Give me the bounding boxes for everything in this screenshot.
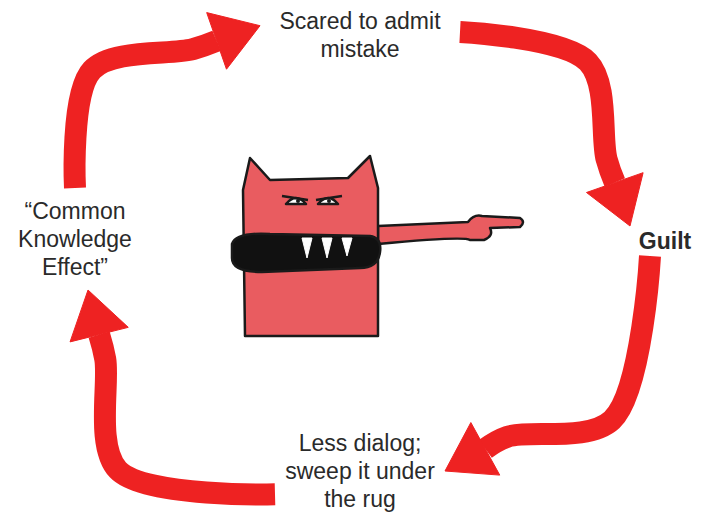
cycle-arrow xyxy=(460,32,643,226)
cycle-step: “Common Knowledge Effect” xyxy=(10,188,140,290)
cycle-arrow xyxy=(445,256,650,475)
arrow-head xyxy=(586,173,643,226)
arrow-shaft xyxy=(75,41,217,188)
step-text: Less dialog; sweep it under the rug xyxy=(275,429,445,513)
monster-brow xyxy=(282,196,342,200)
arrow-head xyxy=(445,423,500,476)
arrow-shaft xyxy=(485,256,650,449)
pointing-arm xyxy=(378,216,523,244)
monster-fangs xyxy=(302,238,352,258)
cycle-arrow xyxy=(75,13,260,188)
cycle-step: Scared to admit mistake xyxy=(260,4,460,66)
cycle-arrow xyxy=(70,290,275,494)
step-text: Scared to admit mistake xyxy=(260,7,460,63)
monster-pupil xyxy=(296,199,300,203)
arrow-shaft xyxy=(460,32,615,183)
monster-pupil xyxy=(327,199,331,203)
cycle-step: Guilt xyxy=(615,226,715,256)
arrow-head xyxy=(207,13,260,70)
arrow-shaft xyxy=(99,335,275,495)
monster xyxy=(232,156,523,336)
arrow-head xyxy=(70,290,128,342)
step-text: “Common Knowledge Effect” xyxy=(10,197,140,281)
step-text: Guilt xyxy=(639,227,691,255)
cycle-step: Less dialog; sweep it under the rug xyxy=(275,418,445,524)
monster-mouth xyxy=(232,234,380,272)
